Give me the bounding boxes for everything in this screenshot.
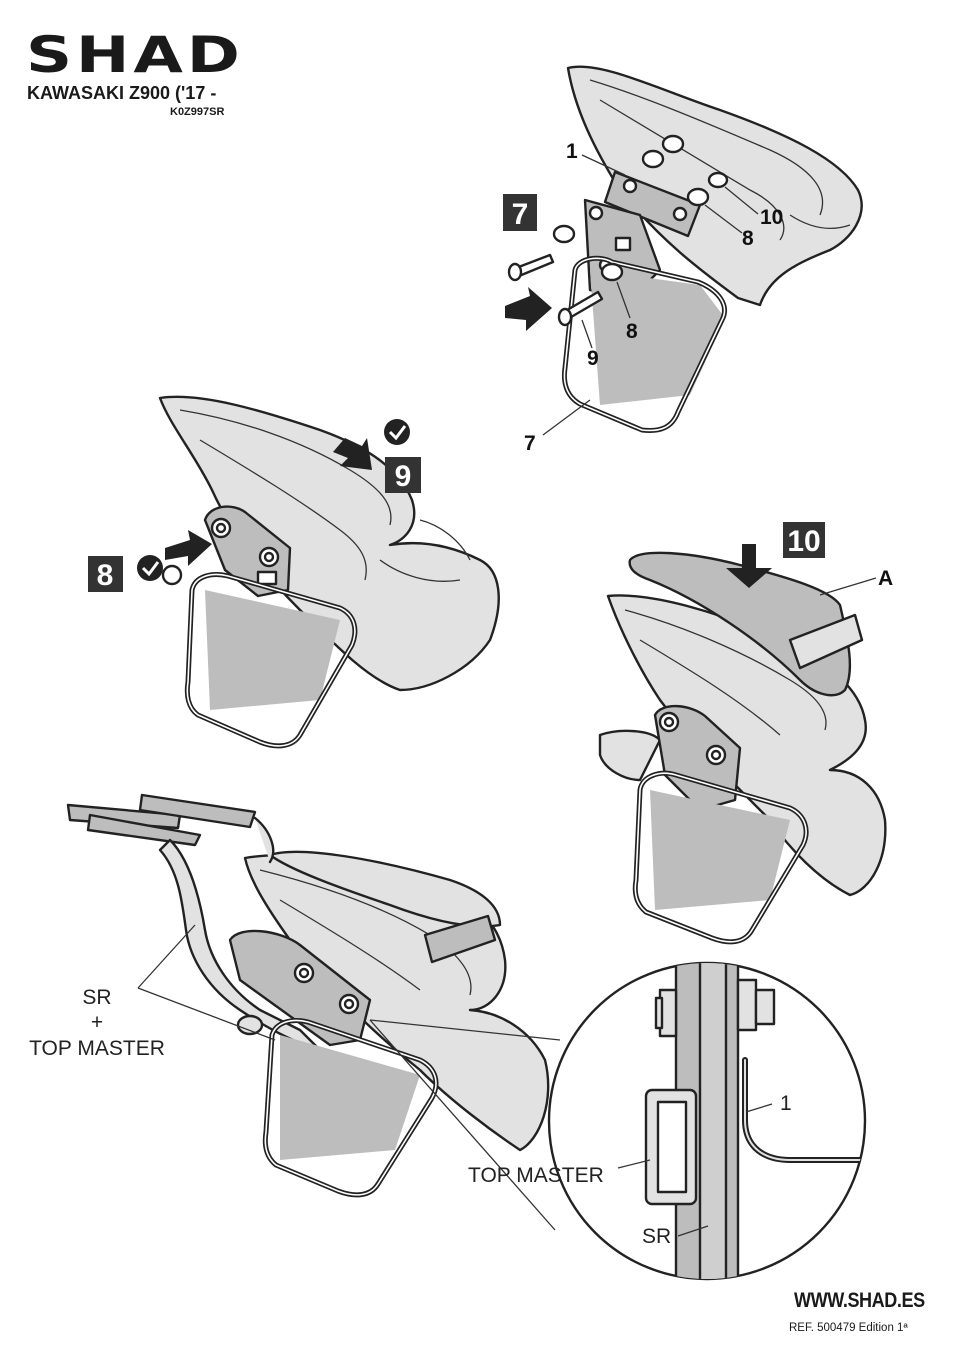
step8-badge: 8 [97,559,114,592]
callout-1: 1 [566,140,578,163]
label-top-master: TOP MASTER [29,1037,165,1060]
detail-callout-1: 1 [780,1092,792,1115]
step10-badge: 10 [787,525,820,558]
step10-illustration: 10 A [598,522,893,945]
detail-label-sr: SR [642,1225,671,1248]
callout-a: A [878,567,893,590]
callout-9: 9 [587,347,599,370]
detail-label-top-master: TOP MASTER [468,1164,604,1187]
kit-reference-code: K0Z997SR [170,106,225,118]
label-sr: SR [82,986,111,1009]
step7-badge: 7 [512,198,529,231]
callout-8-upper: 8 [742,227,754,250]
step7-illustration: 7 1 10 8 8 9 7 [503,65,863,455]
sr-top-master-illustration: SR + TOP MASTER [29,793,561,1231]
vehicle-model: KAWASAKI Z900 ('17 - [27,83,217,103]
callout-8-lower: 8 [626,320,638,343]
website-link[interactable]: WWW.SHAD.ES [794,1289,925,1312]
callout-10: 10 [760,206,783,229]
detail-zoom-circle: 1 TOP MASTER SR [468,961,867,1281]
edition-reference: REF. 500479 Edition 1ª [789,1322,908,1334]
callout-7: 7 [524,432,536,455]
shad-logo: SHAD [26,26,244,84]
step8-9-illustration: 9 8 [88,395,500,749]
label-plus: + [91,1011,103,1034]
step9-badge: 9 [395,460,412,493]
